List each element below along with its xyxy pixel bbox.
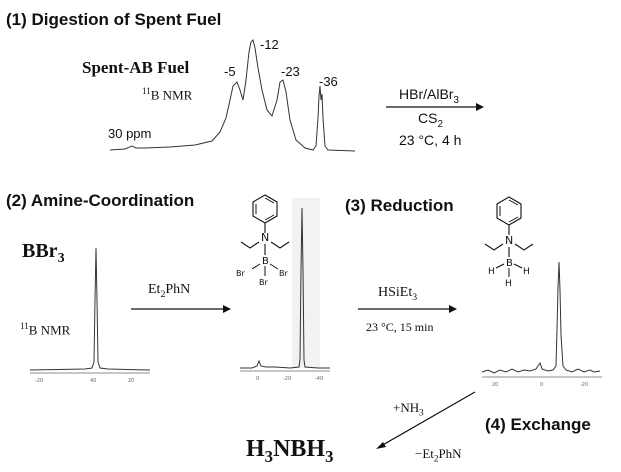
svg-text:20: 20	[492, 382, 498, 388]
svg-text:40: 40	[90, 378, 96, 384]
spent-fuel-title: Spent-AB Fuel	[82, 58, 190, 77]
adduct-1-b: B	[262, 256, 269, 267]
spectrum-2-trace	[29, 247, 151, 371]
step-2-heading: (2) Amine-Coordination	[6, 191, 195, 210]
nmr-label-2: 11B NMR	[20, 321, 71, 338]
spectrum-4-trace	[481, 261, 601, 374]
svg-text:-20: -20	[580, 382, 588, 388]
adduct-1-br2: Br	[279, 269, 288, 278]
exchange-leaving-group: −Et2PhN	[415, 446, 462, 464]
adduct-2-b: B	[506, 258, 513, 269]
step-4-heading: (4) Exchange	[485, 415, 591, 434]
bbr3-label: BBr3	[22, 240, 65, 266]
step-3-heading: (3) Reduction	[345, 196, 454, 215]
peak-label-m12: -12	[260, 37, 279, 52]
adduct-2-h2: H	[523, 267, 530, 277]
product-h3nbh3: H3NBH3	[246, 436, 334, 466]
adduct-1-br3: Br	[259, 278, 268, 287]
svg-text:-20: -20	[35, 378, 43, 384]
adduct-2-n: N	[505, 234, 513, 247]
svg-text:-20: -20	[283, 376, 291, 382]
exchange-reagent: +NH3	[393, 400, 424, 418]
spectrum-1-trace	[109, 39, 356, 152]
adduct-1-n: N	[261, 231, 269, 244]
svg-text:20: 20	[128, 378, 134, 384]
scale-label: 30 ppm	[108, 126, 152, 141]
conditions-1-reagent: HBr/AlBr3	[399, 86, 459, 106]
step-1-heading: (1) Digestion of Spent Fuel	[6, 10, 222, 29]
peak-label-m5: -5	[224, 64, 236, 79]
conditions-3-temp-time: 23 °C, 15 min	[366, 320, 434, 334]
peak-label-m36: -36	[319, 74, 338, 89]
adduct-2-h1: H	[488, 267, 495, 277]
adduct-1-br1: Br	[236, 269, 245, 278]
conditions-3-reagent: HSiEt3	[378, 285, 418, 303]
conditions-2-reagent: Et2PhN	[148, 282, 191, 300]
spectrum-3-trace	[240, 207, 330, 369]
svg-text:0: 0	[540, 382, 543, 388]
peak-label-m23: -23	[281, 64, 300, 79]
nmr-label-1: 11B NMR	[142, 86, 193, 103]
conditions-1-solvent: CS2	[418, 110, 443, 130]
svg-text:0: 0	[256, 376, 259, 382]
conditions-1-temp-time: 23 °C, 4 h	[399, 132, 462, 148]
svg-text:-40: -40	[315, 376, 323, 382]
adduct-2-h3: H	[505, 279, 512, 289]
